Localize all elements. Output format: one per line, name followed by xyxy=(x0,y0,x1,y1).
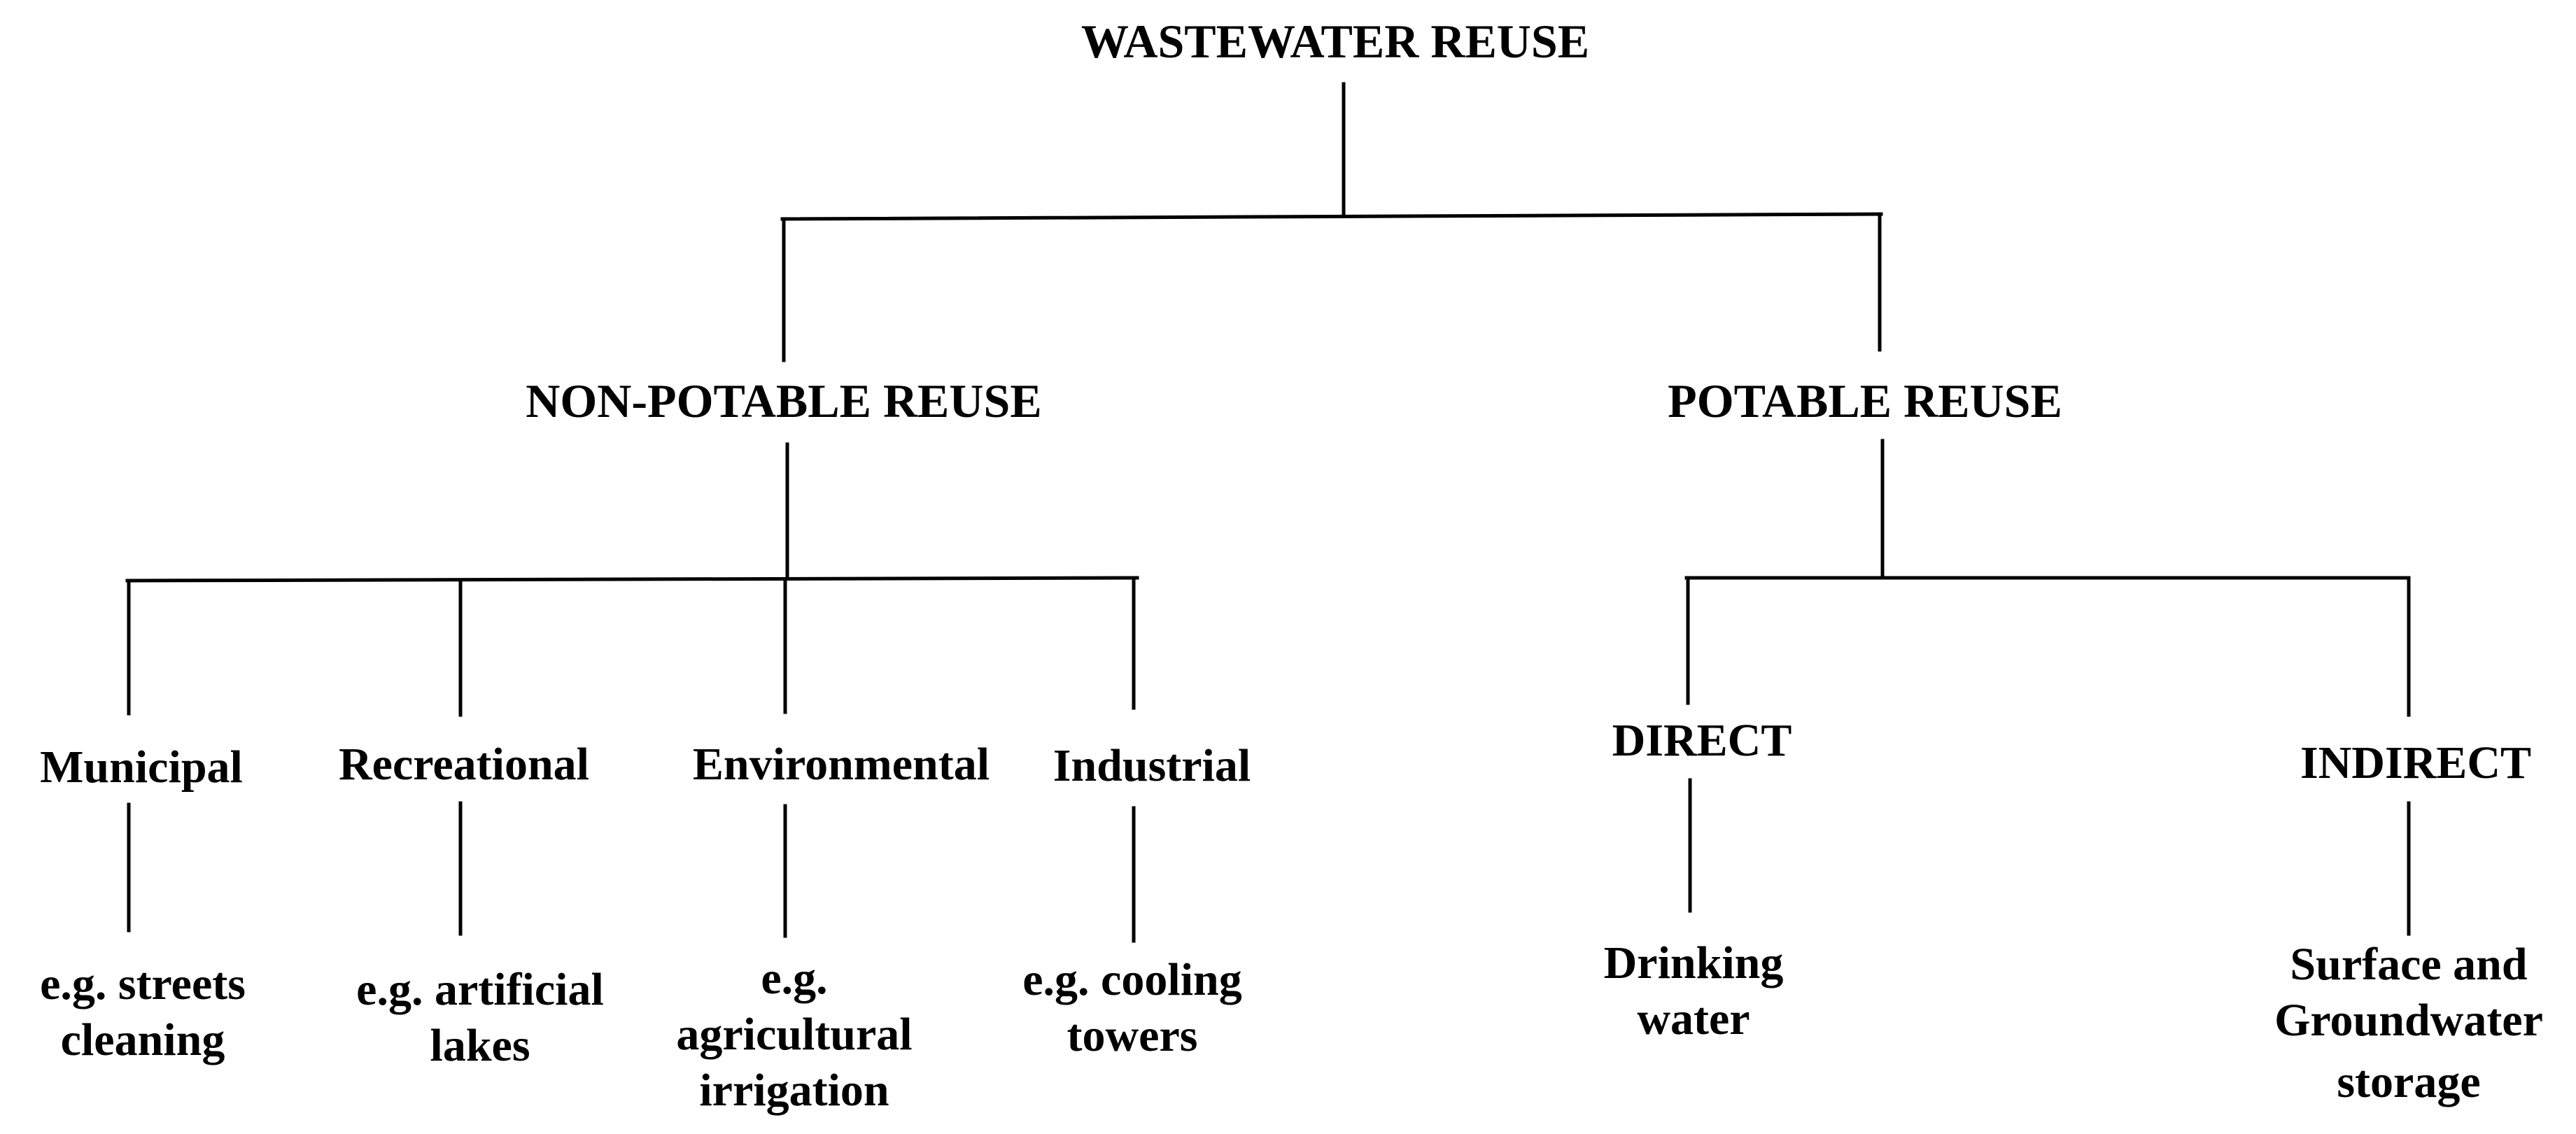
indirect-example: Surface and Groundwater storage xyxy=(2274,939,2543,1107)
indirect-example-line: Groundwater xyxy=(2274,995,2543,1046)
direct-example-line: water xyxy=(1637,993,1750,1044)
root-node-label: WASTEWATER REUSE xyxy=(1081,15,1589,68)
municipal-example: e.g. streets cleaning xyxy=(40,958,246,1065)
direct-example-line: Drinking xyxy=(1604,937,1784,988)
recreational-example: e.g. artificial lakes xyxy=(356,964,604,1071)
recreational-label: Recreational xyxy=(339,739,589,790)
municipal-example-line: e.g. streets xyxy=(40,958,246,1009)
edge-non-potable-bar xyxy=(125,576,1139,583)
environmental-example-line: e.g. xyxy=(761,953,827,1004)
potable-reuse-label: POTABLE REUSE xyxy=(1668,374,2062,427)
municipal-label: Municipal xyxy=(40,742,243,793)
industrial-example-line: e.g. cooling xyxy=(1022,954,1241,1005)
edge-root-bar xyxy=(780,212,1883,221)
indirect-example-line: storage xyxy=(2337,1056,2480,1107)
recreational-example-line: e.g. artificial xyxy=(356,964,604,1015)
direct-example: Drinking water xyxy=(1604,937,1784,1044)
recreational-example-line: lakes xyxy=(430,1020,530,1071)
connector-lines xyxy=(125,82,2411,943)
environmental-example-line: irrigation xyxy=(699,1065,889,1116)
indirect-label: INDIRECT xyxy=(2300,737,2531,788)
industrial-example: e.g. cooling towers xyxy=(1022,954,1241,1061)
environmental-example: e.g. agricultural irrigation xyxy=(676,953,912,1116)
direct-label: DIRECT xyxy=(1612,715,1792,766)
municipal-example-line: cleaning xyxy=(61,1014,225,1065)
environmental-label: Environmental xyxy=(693,739,990,790)
indirect-example-line: Surface and xyxy=(2290,939,2527,990)
environmental-example-line: agricultural xyxy=(676,1009,912,1060)
industrial-label: Industrial xyxy=(1053,740,1251,791)
non-potable-reuse-label: NON-POTABLE REUSE xyxy=(526,374,1041,427)
industrial-example-line: towers xyxy=(1067,1010,1198,1061)
